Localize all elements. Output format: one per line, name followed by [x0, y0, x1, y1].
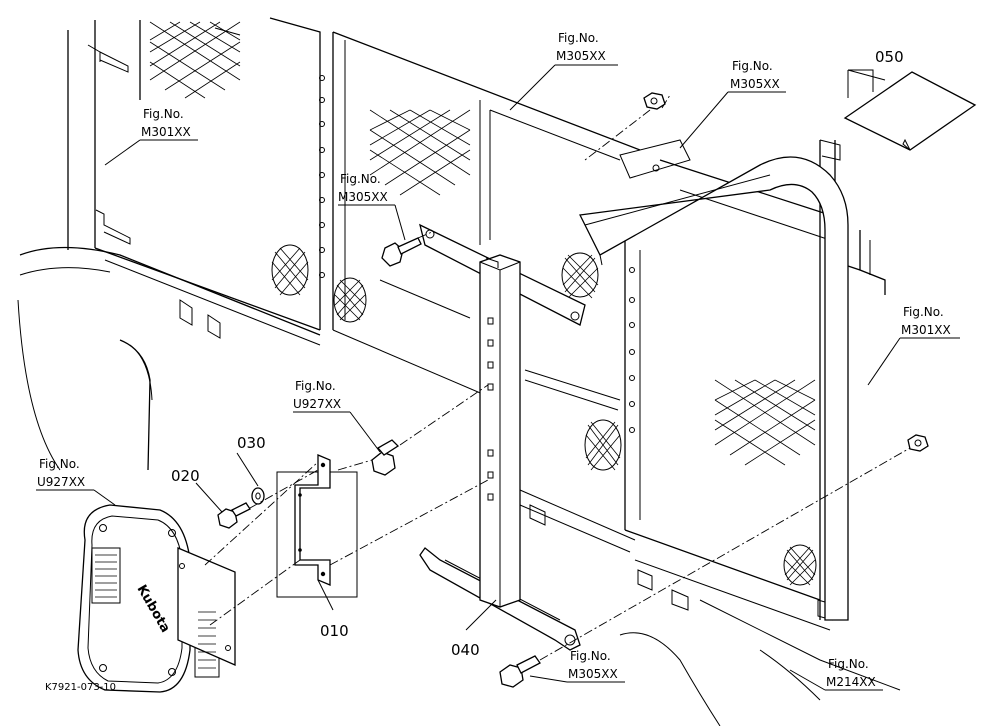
callout-fig-m214: Fig.No. M214XX — [826, 657, 876, 689]
mounting-holes-right-strip — [629, 267, 635, 433]
mounting-holes-left-strip — [319, 75, 325, 278]
cab-frame-structure — [17, 17, 901, 726]
fig-prefix: Fig.No. — [143, 107, 184, 121]
mesh-oval-lower-right — [783, 544, 817, 586]
hardware — [217, 92, 929, 688]
part-040-channel — [479, 254, 521, 608]
rear-lamp-assembly: Kubota — [77, 504, 236, 693]
mesh-oval-right — [584, 419, 622, 471]
fig-prefix: Fig.No. — [295, 379, 336, 393]
channel-slots — [487, 317, 494, 501]
fig-code: M214XX — [826, 675, 876, 689]
fig-code: U927XX — [37, 475, 85, 489]
part-number-030: 030 — [237, 434, 266, 452]
fig-prefix: Fig.No. — [732, 59, 773, 73]
mesh-oval-center — [561, 252, 599, 299]
hex-nut-top — [643, 92, 666, 110]
callout-fig-m305-top: Fig.No. M305XX — [556, 31, 606, 63]
callout-fig-u927-mid: Fig.No. U927XX — [293, 379, 341, 411]
hex-nut-right — [907, 434, 929, 452]
lamp-bolt-mid — [371, 439, 400, 476]
fig-prefix: Fig.No. — [340, 172, 381, 186]
part-number-020: 020 — [171, 467, 200, 485]
part-010-lamp-bracket — [276, 454, 358, 598]
mesh-center — [369, 109, 471, 196]
callout-fig-m305-bottom: Fig.No. M305XX — [568, 649, 618, 681]
part-number-050: 050 — [875, 48, 904, 66]
callout-fig-m305-bar: Fig.No. M305XX — [730, 59, 780, 91]
assembly-lines — [204, 94, 911, 661]
flange-bolt-lower — [499, 655, 541, 688]
fig-prefix: Fig.No. — [903, 305, 944, 319]
fig-code: M305XX — [568, 667, 618, 681]
mesh-right — [714, 379, 816, 466]
drawing-code: K7921-073-10 — [45, 682, 116, 693]
part-020-bolt — [217, 502, 251, 529]
part-number-010: 010 — [320, 622, 349, 640]
fig-code: M301XX — [141, 125, 191, 139]
mesh-top-left — [149, 21, 241, 99]
callout-fig-u927-lamp: Fig.No. U927XX — [37, 457, 85, 489]
leader-lines — [36, 64, 960, 691]
fig-prefix: Fig.No. — [570, 649, 611, 663]
fig-code: M305XX — [556, 49, 606, 63]
callout-fig-m301-left: Fig.No. M301XX — [141, 107, 191, 139]
fig-code: U927XX — [293, 397, 341, 411]
callout-fig-m305-bolt: Fig.No. M305XX — [338, 172, 388, 204]
part-number-040: 040 — [451, 641, 480, 659]
fig-prefix: Fig.No. — [558, 31, 599, 45]
part-050-decal — [843, 71, 977, 151]
mesh-oval-mid — [333, 277, 367, 323]
mesh-oval-left — [271, 244, 309, 296]
fig-code: M305XX — [338, 190, 388, 204]
fig-code: M301XX — [901, 323, 951, 337]
fig-prefix: Fig.No. — [39, 457, 80, 471]
callout-fig-m301-right: Fig.No. M301XX — [901, 305, 951, 337]
flange-bolt-upper — [381, 237, 422, 267]
lamp-lens-pattern — [95, 554, 216, 669]
mesh-patches — [149, 21, 817, 586]
fig-prefix: Fig.No. — [828, 657, 869, 671]
fig-code: M305XX — [730, 77, 780, 91]
roll-bar — [579, 139, 849, 621]
